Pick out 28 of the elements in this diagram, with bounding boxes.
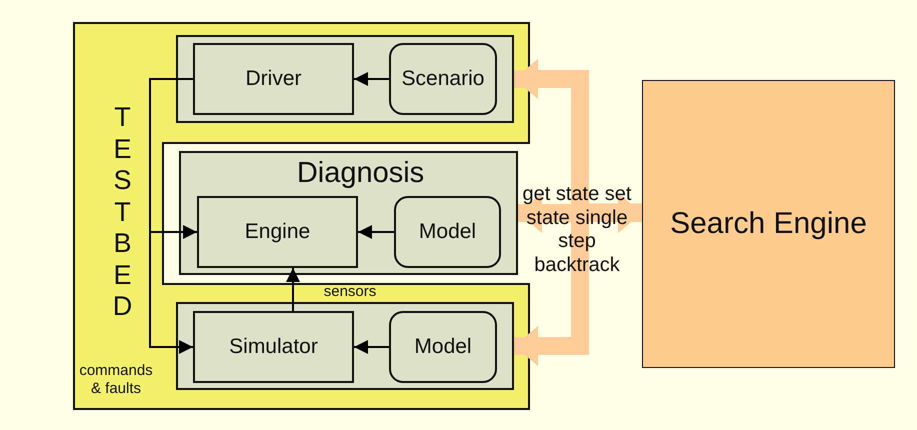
node-label: Model (414, 334, 472, 360)
node-label: Engine (244, 220, 310, 244)
edge-label: get state set state single step backtrack (522, 183, 632, 278)
node-label: Search Engine (670, 206, 867, 242)
node-label: Model (418, 220, 476, 244)
process-box (197, 196, 358, 268)
node-label: Driver (246, 66, 302, 92)
process-box (193, 311, 354, 383)
arrow (354, 340, 389, 354)
group-box (176, 302, 514, 390)
edge-label: sensors (322, 283, 378, 301)
arrow (354, 72, 389, 86)
node-label: Scenario (402, 66, 484, 92)
edge-label: commands & faults (78, 362, 154, 398)
node-label: Simulator (229, 334, 318, 360)
arrow (149, 78, 193, 354)
thick-arrow (518, 193, 642, 233)
search-engine-box (642, 80, 895, 368)
diagnosis-panel (179, 151, 518, 275)
vertical-label: TESTBED (112, 102, 134, 324)
arrow (358, 225, 394, 239)
panel-title: Diagnosis (296, 157, 426, 190)
rounded-box (389, 43, 497, 115)
rounded-box (389, 311, 497, 383)
process-box (193, 43, 354, 115)
arrow (286, 268, 300, 311)
rounded-box (394, 196, 501, 268)
group-box (176, 35, 514, 123)
